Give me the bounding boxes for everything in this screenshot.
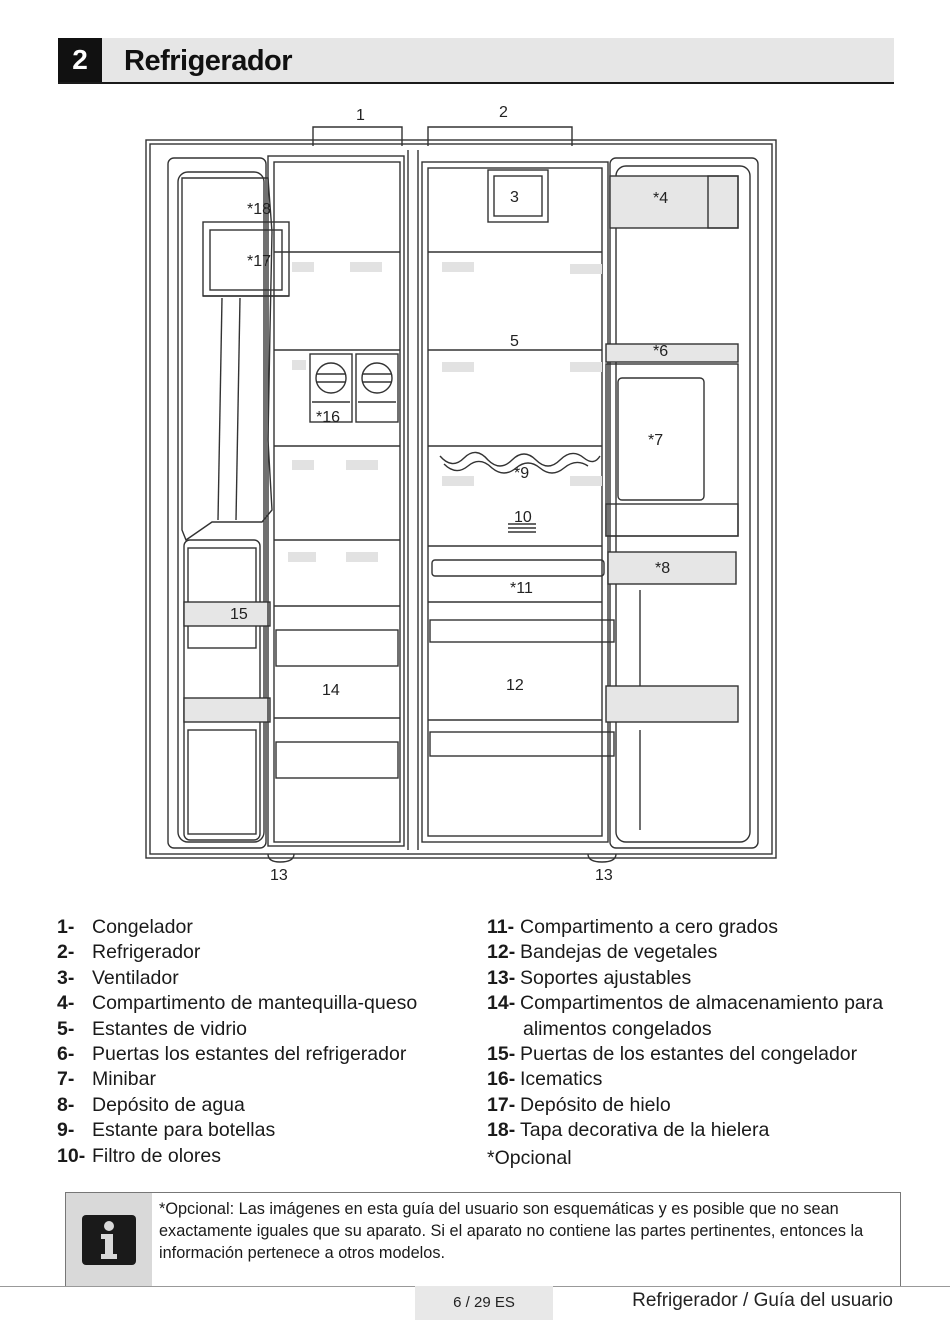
legend-item: 16-Icematics	[487, 1068, 603, 1091]
label-7: *7	[648, 432, 663, 449]
label-2: 2	[499, 104, 508, 121]
label-4: *4	[653, 190, 668, 207]
legend-right: 11-Compartimento a cero grados 12-Bandej…	[487, 915, 907, 1171]
legend-item-continuation: alimentos congelados	[523, 1017, 712, 1040]
info-box: *Opcional: Las imágenes en esta guía del…	[65, 1192, 901, 1287]
label-13-right: 13	[595, 867, 613, 884]
page-number: 6 / 29 ES	[415, 1286, 553, 1320]
label-12: 12	[506, 677, 524, 694]
legend-left: 1-Congelador 2-Refrigerador 3-Ventilador…	[57, 915, 467, 1169]
legend-item: 10-Filtro de olores	[57, 1144, 221, 1167]
legend-item: 5-Estantes de vidrio	[57, 1017, 248, 1040]
label-6: *6	[653, 343, 668, 360]
footer-title: Refrigerador / Guía del usuario	[632, 1290, 893, 1311]
label-11: *11	[510, 580, 533, 597]
legend-item: 2-Refrigerador	[57, 941, 201, 964]
legend-item: 4-Compartimento de mantequilla-queso	[57, 992, 418, 1015]
legend-item: 1-Congelador	[57, 916, 193, 938]
label-1: 1	[356, 107, 365, 124]
label-10: 10	[514, 509, 532, 526]
label-5: 5	[510, 333, 519, 350]
label-13-left: 13	[270, 867, 288, 884]
legend-item: 15-Puertas de los estantes del congelado…	[487, 1043, 858, 1066]
refrigerator-diagram: 1 2 3 *4 5 *6 *7 *8 *9 10 *11 12 13 13 1…	[0, 95, 950, 895]
refrigerator-drawing: 1 2 3 *4 5 *6 *7 *8 *9 10 *11 12 13 13 1…	[145, 104, 777, 884]
section-number: 2	[58, 38, 102, 82]
legend-item: 13-Soportes ajustables	[487, 966, 692, 989]
section-title: Refrigerador	[124, 45, 293, 77]
legend-item: 12-Bandejas de vegetales	[487, 941, 718, 964]
info-text: *Opcional: Las imágenes en esta guía del…	[159, 1200, 864, 1262]
legend-item: 3-Ventilador	[57, 966, 179, 989]
legend-item: 7-Minibar	[57, 1068, 156, 1091]
legend-item: 9-Estante para botellas	[57, 1119, 276, 1142]
label-16: *16	[316, 409, 340, 426]
label-3: 3	[510, 189, 519, 206]
legend-item: 17-Depósito de hielo	[487, 1093, 671, 1116]
label-14: 14	[322, 682, 340, 699]
legend-item: 6-Puertas los estantes del refrigerador	[57, 1043, 407, 1066]
label-17: *17	[247, 253, 271, 270]
optional-note: *Opcional	[487, 1146, 572, 1169]
legend-item: 18-Tapa decorativa de la hielera	[487, 1119, 770, 1142]
label-18: *18	[247, 201, 271, 218]
section-header: 2 Refrigerador	[58, 38, 894, 84]
label-9: *9	[514, 465, 529, 482]
label-15: 15	[230, 606, 248, 623]
legend-item: 11-Compartimento a cero grados	[487, 916, 778, 938]
legend-item: 14-Compartimentos de almacenamiento para	[487, 992, 884, 1015]
info-icon-cell	[66, 1193, 152, 1286]
legend-item: 8-Depósito de agua	[57, 1093, 245, 1116]
info-icon	[82, 1215, 136, 1265]
label-8: *8	[655, 560, 670, 577]
